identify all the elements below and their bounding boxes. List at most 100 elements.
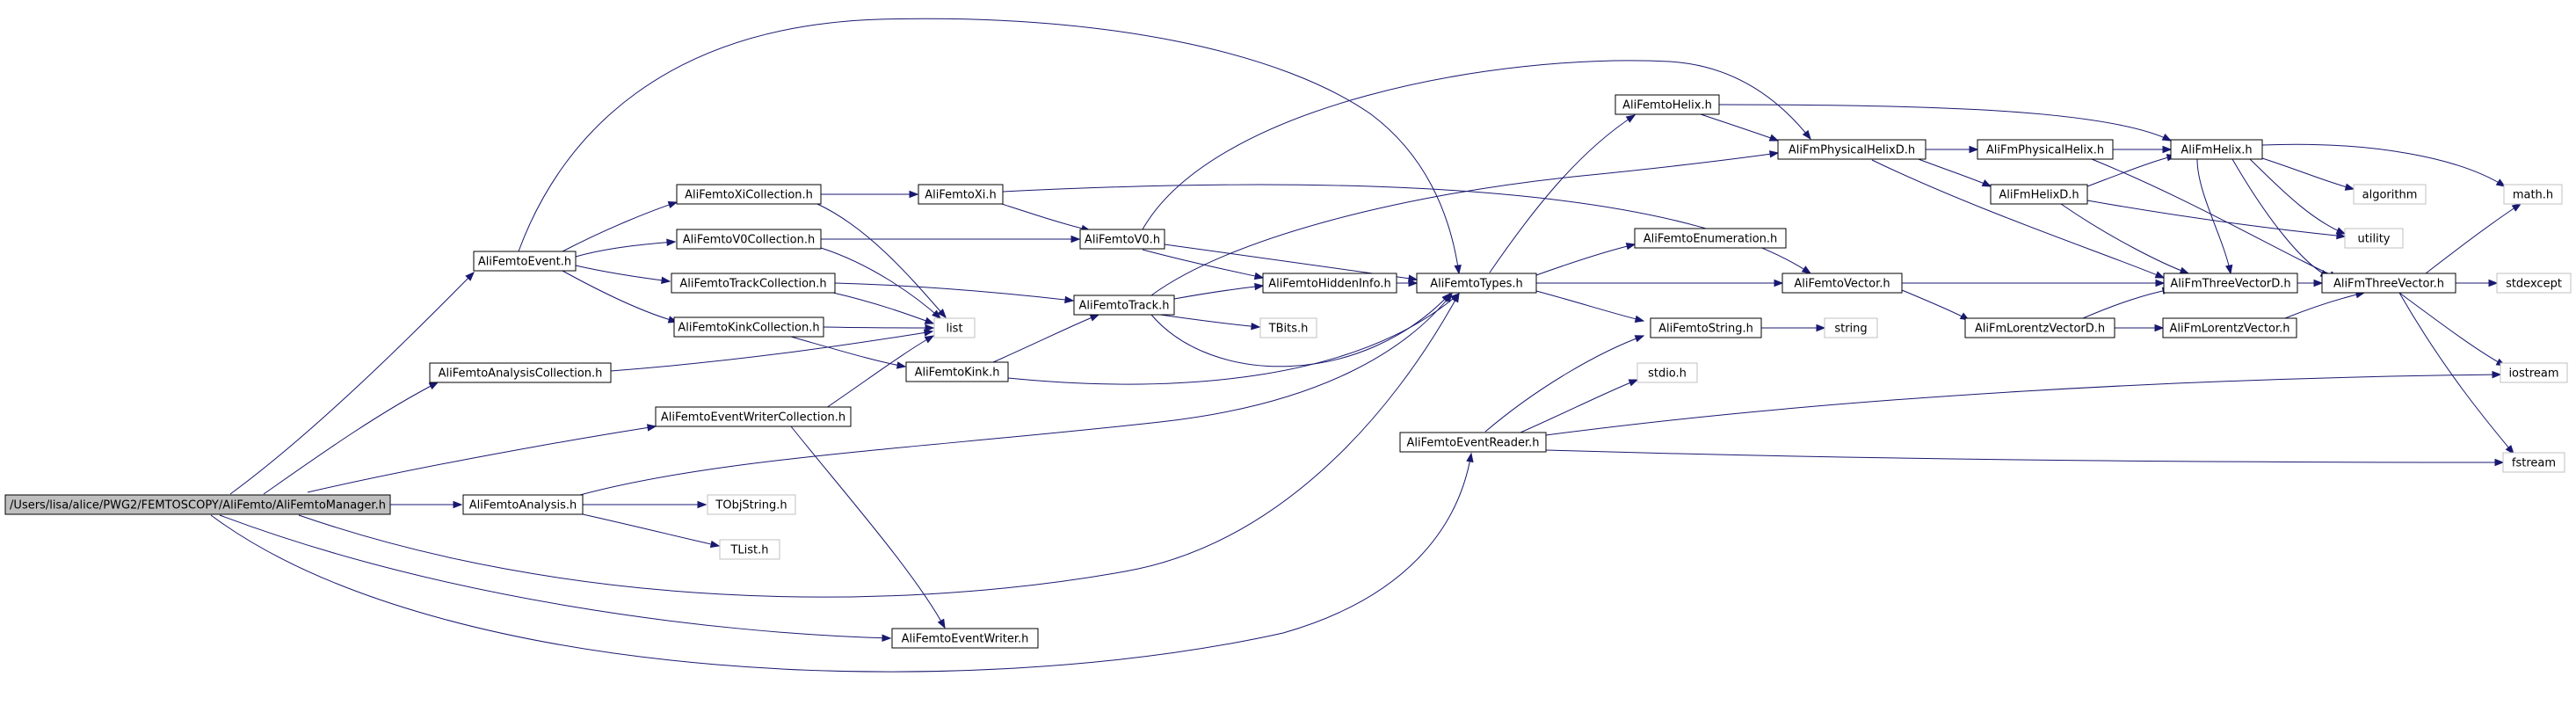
edge-root-to-event_writer bbox=[219, 514, 892, 642]
node-analysis-collection[interactable]: AliFemtoAnalysisCollection.h bbox=[429, 362, 612, 383]
arrowhead bbox=[1454, 265, 1462, 275]
edge-helix-to-phys_helix_d bbox=[1700, 113, 1780, 142]
node-helix-d[interactable]: AliFmHelixD.h bbox=[1990, 184, 2088, 205]
arrowhead bbox=[1089, 314, 1100, 322]
arrowhead bbox=[2162, 145, 2173, 154]
node-label: AliFmThreeVectorD.h bbox=[2170, 278, 2290, 291]
edge-lorentz_vector-to-three_vector bbox=[2284, 291, 2366, 319]
edge-phys_helix_d-to-phys_helix bbox=[1926, 145, 1979, 154]
node-event[interactable]: AliFemtoEvent.h bbox=[473, 251, 577, 272]
arrowhead bbox=[882, 634, 892, 642]
arrowhead bbox=[2336, 231, 2347, 240]
node-helix[interactable]: AliFemtoHelix.h bbox=[1615, 94, 1720, 115]
node-femto-string[interactable]: AliFemtoString.h bbox=[1650, 317, 1762, 338]
node-fstream: fstream bbox=[2502, 452, 2565, 473]
node-lorentz-vector-d[interactable]: AliFmLorentzVectorD.h bbox=[1964, 317, 2115, 338]
edge-kink-to-track bbox=[992, 314, 1100, 363]
edge-vector-to-three_vector_d bbox=[1902, 279, 2166, 287]
node-label: AliFemtoEventReader.h bbox=[1406, 437, 1539, 450]
arrowhead bbox=[2154, 324, 2165, 332]
arrowhead bbox=[697, 500, 707, 509]
node-box bbox=[719, 539, 780, 560]
arrowhead bbox=[923, 329, 934, 337]
node-xi-collection[interactable]: AliFemtoXiCollection.h bbox=[676, 184, 822, 205]
node-box bbox=[4, 494, 391, 515]
node-label: fstream bbox=[2512, 457, 2556, 470]
node-box bbox=[429, 362, 612, 383]
node-three-vector[interactable]: AliFmThreeVector.h bbox=[2321, 273, 2456, 294]
edge-kink_collection-to-list bbox=[823, 324, 935, 332]
node-stdio: stdio.h bbox=[1636, 362, 1698, 383]
edge-v0-to-hidden_info bbox=[1142, 249, 1265, 280]
edge-phys_helix_d-to-three_vector_d bbox=[1871, 159, 2166, 279]
edge-phys_helix_d-to-helix_d bbox=[1915, 157, 1992, 187]
node-v0-collection[interactable]: AliFemtoV0Collection.h bbox=[676, 229, 822, 250]
node-box bbox=[1262, 273, 1397, 294]
node-label: TBits.h bbox=[1268, 323, 1309, 336]
arrowhead bbox=[1769, 150, 1780, 158]
edge-event_reader-to-iostream bbox=[1545, 370, 2502, 436]
edge-event-to-kink_collection bbox=[562, 270, 678, 324]
node-box bbox=[2170, 139, 2263, 160]
arrowhead bbox=[453, 500, 463, 509]
node-kink-collection[interactable]: AliFemtoKinkCollection.h bbox=[673, 316, 824, 338]
node-root[interactable]: /Users/lisa/alice/PWG2/FEMTOSCOPY/AliFem… bbox=[4, 494, 391, 515]
arrowhead bbox=[2492, 370, 2502, 379]
node-v0[interactable]: AliFemtoV0.h bbox=[1079, 229, 1165, 250]
edge-track-to-phys_helix_d bbox=[1150, 150, 1780, 296]
node-track-collection[interactable]: AliFemtoTrackCollection.h bbox=[671, 273, 836, 294]
node-box bbox=[2500, 362, 2568, 383]
arrowhead bbox=[2179, 266, 2190, 274]
node-box bbox=[2353, 184, 2427, 205]
arrowhead bbox=[932, 309, 942, 319]
node-label: AliFemtoTrackCollection.h bbox=[679, 278, 826, 291]
node-event-reader[interactable]: AliFemtoEventReader.h bbox=[1399, 432, 1547, 453]
node-box bbox=[655, 406, 852, 427]
edge-types-to-helix bbox=[1489, 114, 1636, 273]
arrowhead bbox=[1816, 324, 1826, 332]
node-kink[interactable]: AliFemtoKink.h bbox=[905, 361, 1009, 382]
node-box bbox=[2163, 273, 2298, 294]
arrowhead bbox=[2313, 279, 2324, 287]
node-track[interactable]: AliFemtoTrack.h bbox=[1073, 295, 1175, 316]
node-box bbox=[891, 628, 1039, 649]
node-box bbox=[676, 184, 822, 205]
node-event-writer[interactable]: AliFemtoEventWriter.h bbox=[891, 628, 1039, 649]
arrowhead bbox=[709, 540, 721, 549]
node-box bbox=[2162, 317, 2297, 338]
arrowhead bbox=[1254, 282, 1265, 291]
node-vector[interactable]: AliFemtoVector.h bbox=[1781, 273, 1903, 294]
node-label: AliFemtoXi.h bbox=[925, 189, 997, 202]
node-label: AliFmHelixD.h bbox=[1999, 189, 2079, 202]
node-phys-helix[interactable]: AliFmPhysicalHelix.h bbox=[1977, 139, 2114, 160]
edge-v0_collection-to-list bbox=[820, 247, 942, 319]
node-box bbox=[1259, 317, 1317, 338]
arrowhead bbox=[2335, 227, 2347, 235]
node-label: TObjString.h bbox=[715, 499, 787, 513]
arrowhead bbox=[1801, 265, 1812, 274]
edge-kink-to-types bbox=[1007, 293, 1461, 385]
node-hidden-info[interactable]: AliFemtoHiddenInfo.h bbox=[1262, 273, 1397, 294]
node-enumeration[interactable]: AliFemtoEnumeration.h bbox=[1634, 228, 1787, 249]
node-label: AliFmThreeVector.h bbox=[2333, 278, 2444, 291]
node-box bbox=[933, 317, 976, 338]
node-three-vector-d[interactable]: AliFmThreeVectorD.h bbox=[2163, 273, 2298, 294]
node-event-writer-collection[interactable]: AliFemtoEventWriterCollection.h bbox=[655, 406, 852, 427]
node-types[interactable]: AliFemtoTypes.h bbox=[1416, 273, 1537, 294]
node-xi[interactable]: AliFemtoXi.h bbox=[918, 184, 1004, 205]
arrowhead bbox=[937, 309, 947, 319]
node-lorentz-vector[interactable]: AliFmLorentzVector.h bbox=[2162, 317, 2297, 338]
node-label: string bbox=[1834, 323, 1867, 336]
node-fm-helix[interactable]: AliFmHelix.h bbox=[2170, 139, 2263, 160]
arrowhead bbox=[646, 424, 657, 432]
node-box bbox=[673, 316, 824, 338]
arrowhead bbox=[465, 272, 475, 281]
node-label: AliFemtoEventWriterCollection.h bbox=[661, 411, 845, 425]
node-analysis[interactable]: AliFemtoAnalysis.h bbox=[462, 494, 584, 515]
edge-v0-to-phys_helix_d bbox=[1142, 60, 1811, 230]
edge-types-to-vector bbox=[1536, 279, 1784, 287]
arrowhead bbox=[1634, 335, 1645, 343]
node-phys-helix-d[interactable]: AliFmPhysicalHelixD.h bbox=[1777, 139, 1927, 160]
edge-three_vector-to-stdexcept bbox=[2456, 279, 2499, 287]
node-box bbox=[1079, 229, 1165, 250]
